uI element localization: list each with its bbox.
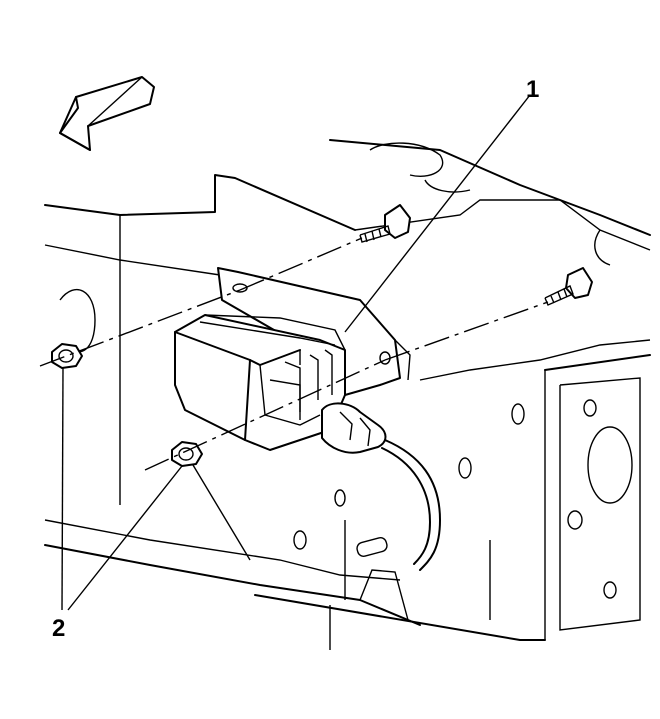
bolt-upper-left [359,204,411,243]
alignment-lines [39,237,549,471]
leader-line-2b [67,465,183,611]
leader-lines [61,94,531,611]
forward-direction-arrow-icon [59,76,155,151]
leader-line-1 [344,94,531,333]
vehicle-structure [44,139,651,650]
callout-2-label: 2 [52,615,66,642]
wiring-connector [321,402,441,571]
callout-1-label: 1 [526,76,540,103]
nut-left [51,343,83,369]
leader-line-2a [61,367,64,611]
bolt-upper-right [544,267,593,306]
